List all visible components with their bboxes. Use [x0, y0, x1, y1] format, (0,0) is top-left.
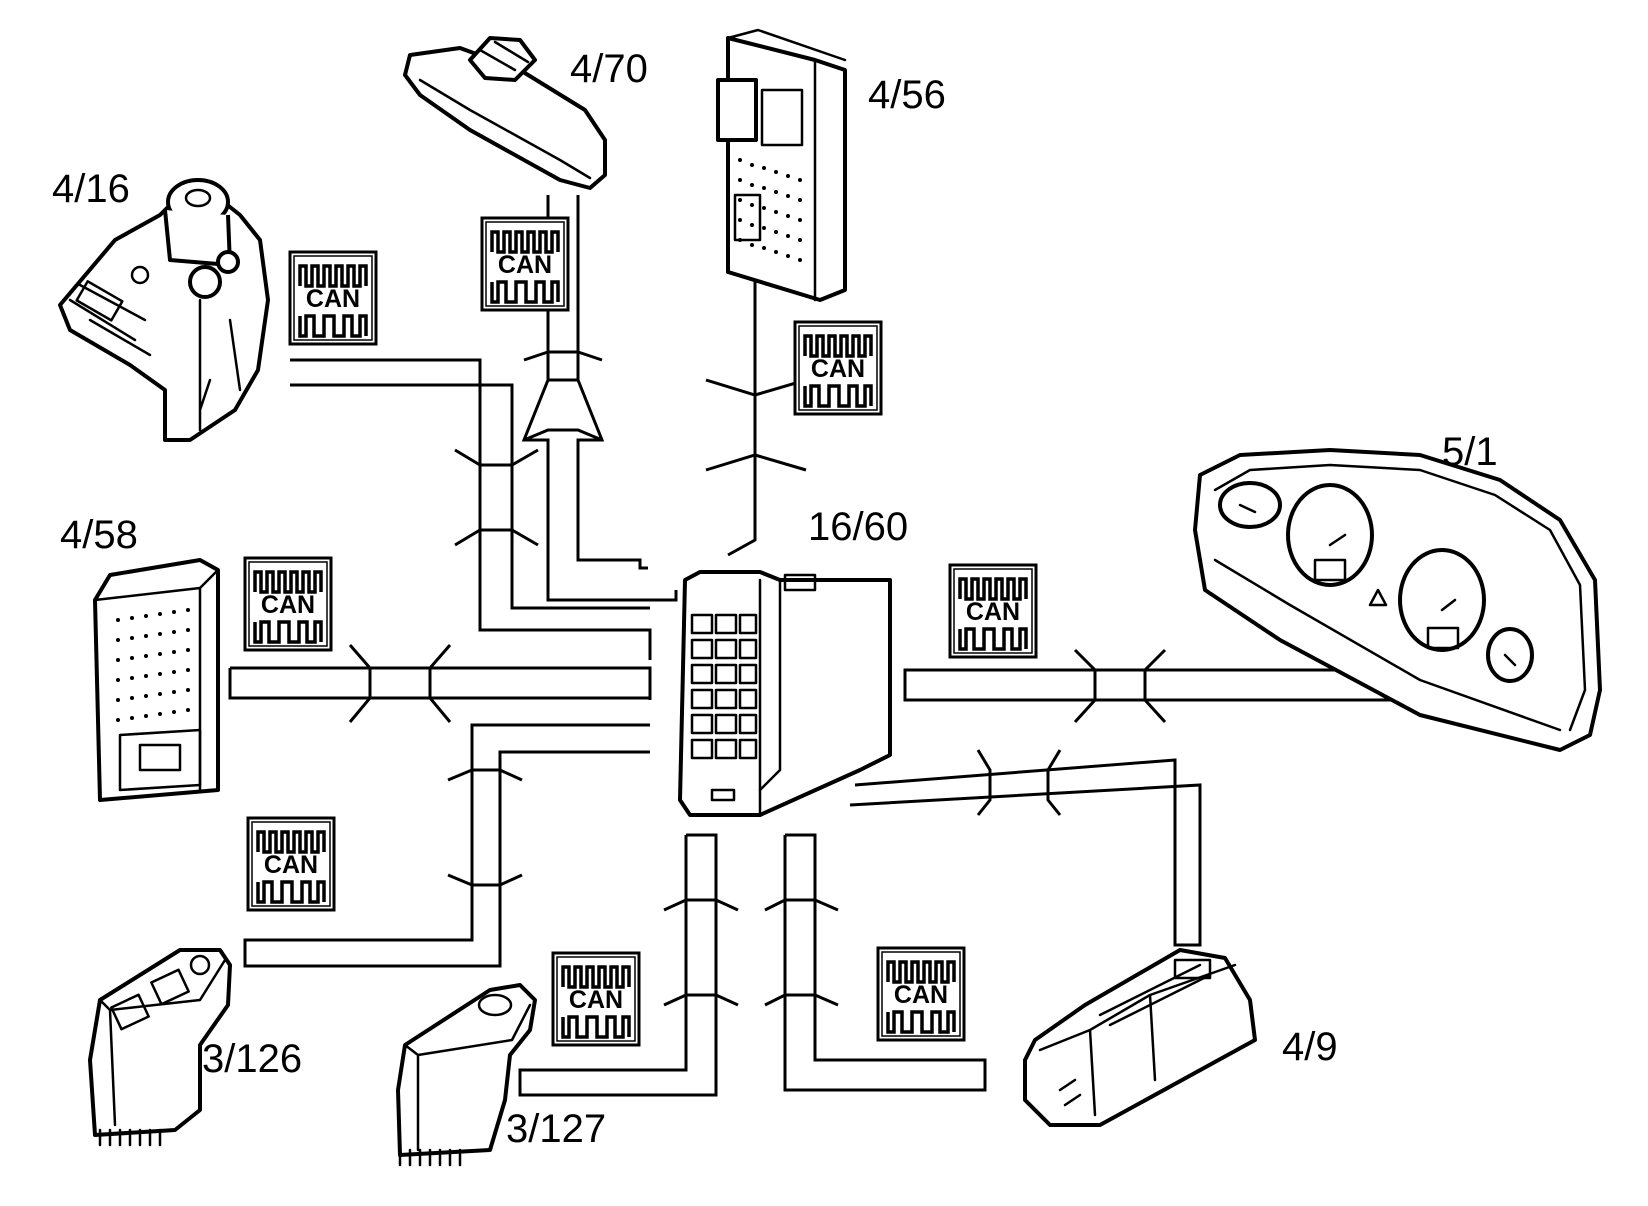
component-3-127	[396, 983, 537, 1167]
svg-text:CAN: CAN	[261, 591, 315, 619]
can-symbol-4-58: CAN	[243, 556, 333, 652]
component-4-58	[93, 558, 220, 802]
label-4-16: 4/16	[52, 167, 130, 211]
svg-text:CAN: CAN	[498, 251, 552, 279]
wire-4-16	[290, 358, 652, 660]
can-symbol-3-127: CAN	[551, 951, 641, 1047]
can-symbol-5-1: CAN	[948, 563, 1038, 659]
label-4-9: 4/9	[1282, 1025, 1338, 1069]
wire-4-56	[727, 280, 757, 557]
component-3-126	[88, 948, 232, 1147]
svg-text:CAN: CAN	[306, 285, 360, 313]
component-4-9	[1023, 948, 1257, 1127]
label-4-56: 4/56	[868, 73, 946, 117]
component-4-16	[58, 178, 270, 442]
fuse-grid	[690, 613, 758, 802]
can-symbol-4-16: CAN	[288, 250, 378, 346]
can-symbol-4-70: CAN	[480, 216, 570, 312]
wire-4-58	[230, 666, 652, 700]
label-3-127: 3/127	[506, 1107, 606, 1151]
svg-text:CAN: CAN	[966, 598, 1020, 626]
component-5-1	[1193, 448, 1602, 752]
central-module-16-60	[678, 570, 892, 817]
label-4-58: 4/58	[60, 513, 138, 557]
label-4-70: 4/70	[570, 47, 648, 91]
wire-4-9	[783, 833, 987, 1092]
can-symbol-4-9: CAN	[876, 946, 966, 1042]
svg-text:CAN: CAN	[894, 981, 948, 1009]
can-symbol-3-126: CAN	[246, 816, 336, 912]
component-4-56	[716, 28, 847, 302]
label-16-60: 16/60	[808, 505, 908, 549]
wire-3-126	[243, 723, 650, 968]
svg-text:CAN: CAN	[569, 986, 623, 1014]
svg-text:CAN: CAN	[811, 355, 865, 383]
svg-text:CAN: CAN	[264, 851, 318, 879]
can-symbol-4-56: CAN	[793, 320, 883, 416]
label-5-1: 5/1	[1442, 430, 1498, 474]
label-3-126: 3/126	[202, 1037, 302, 1081]
component-4-70	[403, 36, 607, 190]
wire-5-1	[903, 668, 1396, 702]
wire-3-127	[518, 833, 718, 1097]
wire-4-70	[576, 195, 648, 570]
can-bus-wires	[228, 195, 1396, 1097]
